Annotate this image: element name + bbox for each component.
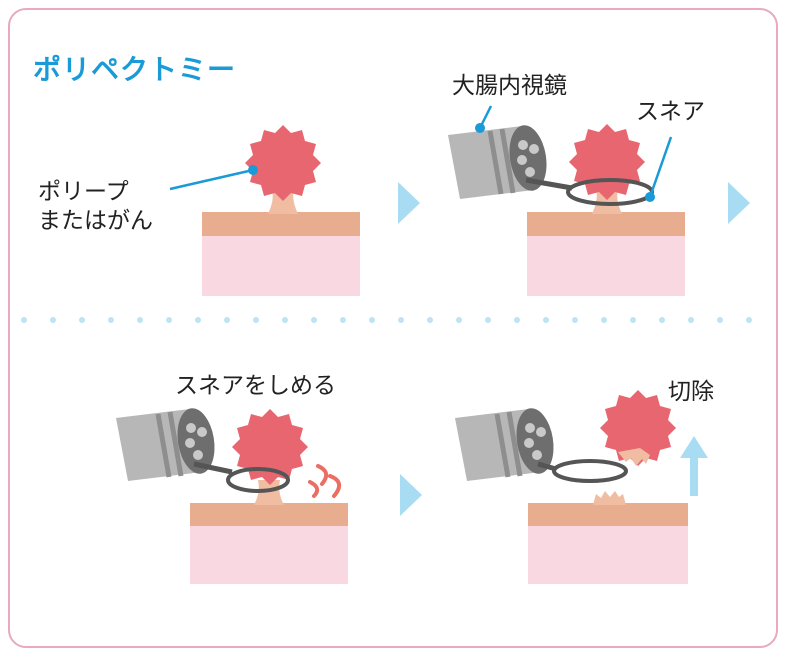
endoscope (455, 408, 554, 481)
endoscope-label: 大腸内視鏡 (452, 73, 567, 99)
polyp-leader-line (169, 168, 254, 191)
polyp-stalk (254, 480, 284, 505)
polyp-leader-dot (248, 165, 258, 175)
snare-label: スネア (636, 99, 705, 125)
endoscope-leader-dot (475, 123, 485, 133)
resected-stalk (618, 448, 650, 466)
lift-arrow-shaft (690, 456, 698, 496)
mucosa-layer (202, 212, 360, 236)
tissue-layer (528, 524, 688, 584)
polyp-stalk (592, 188, 622, 214)
snare-wire (525, 177, 573, 191)
tissue-layer (202, 234, 360, 296)
polyp (232, 409, 308, 485)
squeeze-motion-mark (316, 464, 329, 486)
endoscope (116, 408, 215, 481)
tighten-snare-label: スネアをしめる (175, 373, 336, 399)
cut-stump (593, 491, 626, 505)
tissue-layer (190, 524, 348, 584)
lift-arrow-head (680, 436, 708, 458)
panel-1-polyp (169, 125, 360, 296)
mucosa-layer (190, 503, 348, 526)
snare-wire (193, 461, 233, 475)
endoscope (448, 125, 547, 199)
polyp-label: ポリープ またはがん (38, 178, 153, 236)
step-arrow-3 (400, 474, 422, 516)
panel-3-tighten (116, 408, 348, 584)
step-arrow-2 (728, 182, 750, 224)
polyp-label-line-1: ポリープ (38, 179, 129, 205)
polyp (569, 124, 645, 200)
snare-loop (552, 459, 628, 483)
polyp-label-line-2: またはがん (38, 207, 153, 234)
resection-label: 切除 (668, 379, 714, 405)
panel-4-resect (455, 390, 708, 584)
snare-leader-line (648, 136, 673, 198)
polyp-stalk (268, 188, 298, 214)
polyp (245, 125, 321, 201)
mucosa-layer (527, 212, 685, 236)
diagram-title: ポリペクトミー (33, 53, 237, 86)
step-arrow-1 (398, 182, 420, 224)
snare-leader-dot (645, 192, 655, 202)
mucosa-layer (528, 503, 688, 526)
dotted-separator (21, 317, 752, 323)
snare-loop (226, 467, 290, 493)
tissue-layer (527, 234, 685, 296)
squeeze-motion-mark (328, 474, 342, 498)
squeeze-motion-mark (308, 480, 320, 498)
panel-2-snare (448, 105, 685, 296)
